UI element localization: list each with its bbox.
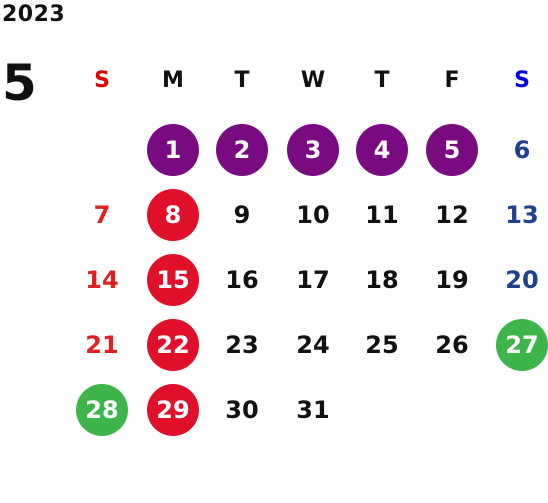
day-cell[interactable]: 6 [513,136,531,164]
day-cell[interactable]: 16 [225,266,259,294]
day-cell-highlighted[interactable]: 29 [147,384,199,436]
day-cell[interactable]: 7 [93,201,111,229]
day-cell-highlighted[interactable]: 4 [356,124,408,176]
day-cell[interactable]: 19 [435,266,469,294]
day-cell-highlighted[interactable]: 28 [76,384,128,436]
day-cell[interactable]: 24 [296,331,330,359]
weekday-header-tue: T [234,67,250,93]
day-cell-highlighted[interactable]: 27 [496,319,548,371]
weekday-header-sun: S [94,67,110,93]
day-cell-highlighted[interactable]: 1 [147,124,199,176]
day-cell[interactable]: 26 [435,331,469,359]
calendar-month: 5 [2,54,37,112]
day-cell[interactable]: 10 [296,201,330,229]
day-cell[interactable]: 30 [225,396,259,424]
day-cell[interactable]: 31 [296,396,330,424]
day-cell[interactable]: 18 [365,266,399,294]
day-cell-highlighted[interactable]: 5 [426,124,478,176]
day-cell[interactable]: 11 [365,201,399,229]
day-cell-highlighted[interactable]: 15 [147,254,199,306]
day-cell-highlighted[interactable]: 3 [287,124,339,176]
day-cell[interactable]: 23 [225,331,259,359]
day-cell[interactable]: 12 [435,201,469,229]
weekday-header-fri: F [444,67,460,93]
day-cell[interactable]: 25 [365,331,399,359]
weekday-header-sat: S [514,67,530,93]
day-cell[interactable]: 13 [505,201,539,229]
day-cell-highlighted[interactable]: 8 [147,189,199,241]
day-cell[interactable]: 14 [85,266,119,294]
day-cell-highlighted[interactable]: 2 [216,124,268,176]
day-cell[interactable]: 21 [85,331,119,359]
weekday-header-wed: W [300,67,326,93]
weekday-header-mon: M [162,67,184,93]
day-cell-highlighted[interactable]: 22 [147,319,199,371]
day-cell[interactable]: 9 [233,201,251,229]
day-cell[interactable]: 20 [505,266,539,294]
day-cell[interactable]: 17 [296,266,330,294]
calendar-year: 2023 [2,2,66,27]
weekday-header-thu: T [374,67,390,93]
